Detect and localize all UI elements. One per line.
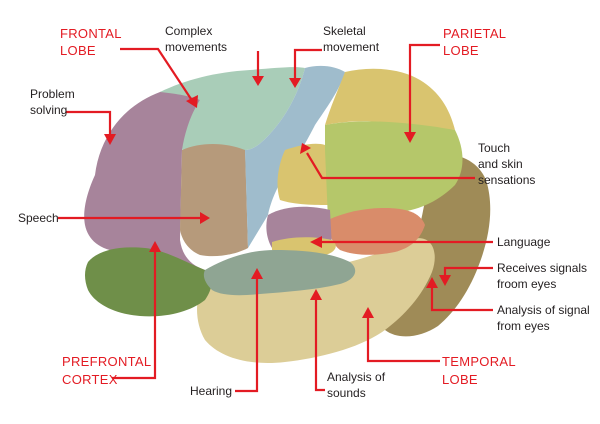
auditory-region [203, 250, 356, 296]
premotor-region [160, 67, 305, 150]
language-label: Language [497, 235, 551, 249]
hearing-label: Hearing [190, 384, 232, 398]
brain-regions [84, 65, 491, 364]
frontal-lobe-label: FRONTAL LOBE [60, 26, 125, 58]
orbitofrontal-region [85, 247, 212, 317]
parietal-upper-region [325, 68, 455, 130]
speech-region [180, 142, 248, 257]
sensory-strip-region [277, 143, 330, 205]
speech-label: Speech [18, 211, 59, 225]
touch-skin-label: Touch and skin sensations [478, 141, 535, 187]
receives-signals-label: Receives signals froom eyes [497, 261, 590, 291]
analysis-signal-label: Analysis of signal from eyes [497, 303, 593, 333]
prefrontal-cortex-label: PREFRONTAL CORTEX [62, 354, 155, 387]
analysis-sounds-label: Analysis of sounds [327, 370, 388, 400]
prefrontal-region [84, 88, 210, 281]
complex-movements-label: Complex movements [165, 24, 227, 54]
parietal-lobe-label: PARIETAL LOBE [443, 26, 510, 58]
parietal-green-region [325, 121, 463, 221]
annotation-arrows [58, 43, 493, 393]
problem-solving-label: Problem solving [30, 87, 78, 117]
skeletal-movement-label: Skeletal movement [323, 24, 380, 54]
temporal-lobe-label: TEMPORAL LOBE [442, 354, 519, 387]
